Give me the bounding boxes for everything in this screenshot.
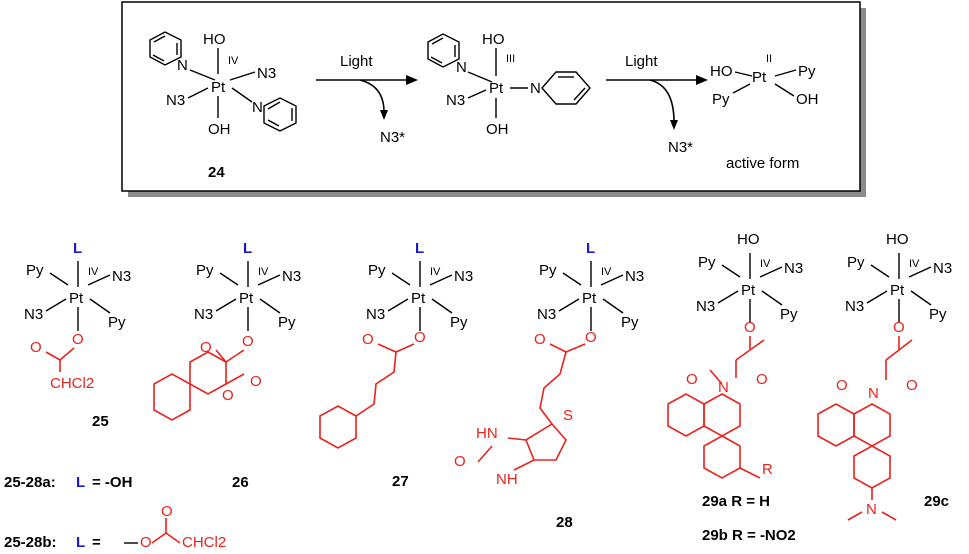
svg-text:O: O	[242, 333, 254, 350]
svg-text:O: O	[222, 387, 234, 404]
compound-active-form: HO II Pt Py Py OH active form	[710, 53, 819, 172]
compound-28: L O O S HN NH O 28	[454, 240, 645, 531]
svg-text:O: O	[906, 377, 918, 394]
active-form-label: active form	[726, 155, 799, 172]
svg-text:O: O	[30, 339, 42, 356]
svg-text:N: N	[252, 99, 263, 116]
svg-text:Pt: Pt	[489, 80, 504, 97]
label-29a: 29a R = H	[702, 493, 770, 510]
compound-29c: HO O N O O N 29c	[817, 231, 953, 521]
svg-text:L: L	[586, 240, 595, 257]
svg-text:Py: Py	[798, 63, 816, 80]
svg-text:CHCl2: CHCl2	[182, 534, 226, 551]
svg-text:O: O	[414, 329, 426, 346]
svg-text:O: O	[140, 534, 152, 551]
svg-text:HN: HN	[476, 425, 498, 442]
svg-text:25-28a:: 25-28a:	[4, 474, 56, 491]
svg-text:N: N	[530, 80, 541, 97]
label-25: 25	[92, 413, 109, 430]
svg-text:N3: N3	[446, 92, 465, 109]
svg-text:O: O	[250, 373, 262, 390]
label-29c: 29c	[924, 493, 949, 510]
light-label-2: Light	[625, 53, 658, 70]
svg-text:HO: HO	[203, 31, 226, 48]
leaving-n3-1: N3*	[380, 129, 405, 146]
light-label-1: Light	[340, 53, 373, 70]
legend-a: 25-28a: L = -OH	[4, 474, 132, 491]
svg-text:O: O	[454, 453, 466, 470]
svg-text:= -OH: = -OH	[92, 474, 132, 491]
svg-text:L: L	[415, 240, 424, 257]
svg-text:S: S	[563, 407, 573, 424]
svg-text:Pt: Pt	[752, 69, 767, 86]
svg-text:R: R	[762, 461, 773, 478]
label-27: 27	[392, 473, 409, 490]
svg-text:O: O	[585, 329, 597, 346]
svg-text:OH: OH	[796, 91, 819, 108]
leaving-n3-2: N3*	[668, 139, 693, 156]
svg-text:OH: OH	[486, 121, 509, 138]
svg-text:O: O	[756, 371, 768, 388]
svg-text:O: O	[836, 377, 848, 394]
svg-text:CHCl2: CHCl2	[50, 375, 94, 392]
svg-text:O: O	[161, 503, 173, 520]
svg-text:HO: HO	[482, 31, 505, 48]
svg-text:O: O	[72, 331, 84, 348]
svg-text:HO: HO	[886, 231, 909, 248]
label-26: 26	[232, 474, 249, 491]
svg-text:O: O	[893, 319, 905, 336]
svg-text:II: II	[766, 53, 772, 65]
compound-27: L O O 27	[319, 240, 474, 490]
svg-text:N: N	[866, 501, 877, 518]
svg-text:N3: N3	[257, 65, 276, 82]
svg-text:=: =	[92, 534, 101, 551]
svg-text:HO: HO	[737, 231, 760, 248]
svg-text:O: O	[744, 319, 756, 336]
svg-text:N3: N3	[166, 92, 185, 109]
compound-24: N HO IV N3 Pt N3 N OH 24	[149, 31, 297, 181]
svg-text:N: N	[718, 379, 729, 396]
svg-text:L: L	[243, 240, 252, 257]
legend-b: 25-28b: L = O O CHCl2	[4, 503, 226, 551]
light-arrow-2: Light N3*	[606, 53, 708, 156]
svg-text:OH: OH	[208, 121, 231, 138]
pyridine-ring	[149, 31, 182, 66]
svg-text:25-28b:: 25-28b:	[4, 534, 57, 551]
svg-text:O: O	[534, 331, 546, 348]
svg-text:L: L	[76, 474, 85, 491]
label-28: 28	[556, 514, 573, 531]
pt-24: Pt	[211, 79, 226, 96]
svg-text:IV: IV	[228, 55, 239, 67]
svg-text:O: O	[200, 339, 212, 356]
svg-text:L: L	[73, 240, 82, 257]
svg-text:III: III	[506, 53, 515, 65]
light-arrow-1: Light N3*	[316, 53, 418, 146]
svg-text:NH: NH	[496, 471, 518, 488]
svg-text:O: O	[362, 331, 374, 348]
svg-text:HO: HO	[710, 63, 733, 80]
svg-text:L: L	[76, 534, 85, 551]
svg-text:N: N	[868, 385, 879, 402]
compound-29ab: HO O N O O R 29a R = H 29b R = -NO2	[667, 231, 804, 544]
svg-text:N: N	[456, 59, 467, 76]
svg-text:Py: Py	[712, 91, 730, 108]
compound-25: L O O CHCl2 25	[23, 240, 132, 430]
label-29b: 29b R = -NO2	[702, 527, 796, 544]
label-24: 24	[208, 164, 225, 181]
pyridine-n: N	[177, 57, 188, 74]
compound-26: L O O O O 26	[153, 240, 302, 491]
svg-text:O: O	[686, 371, 698, 388]
compound-pt-iii: N HO III Pt N N3 OH	[427, 31, 591, 138]
